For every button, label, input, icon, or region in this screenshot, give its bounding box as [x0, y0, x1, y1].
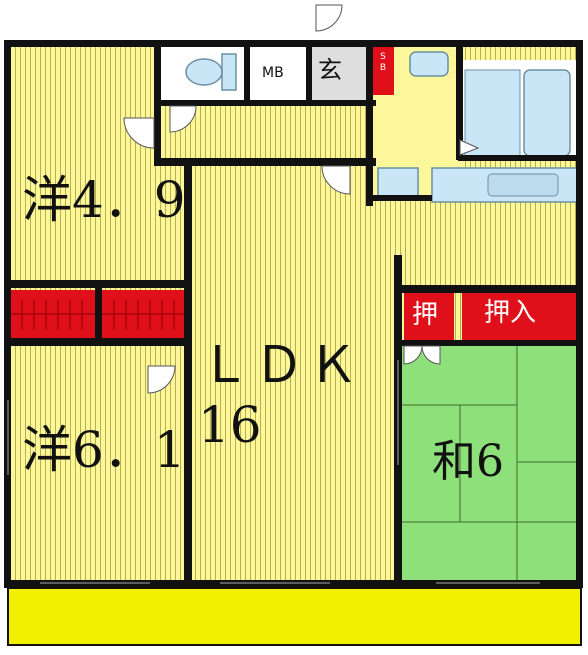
bath-floor	[464, 69, 521, 157]
closet-small	[404, 293, 454, 341]
label-shoe-box-s: S	[380, 52, 386, 62]
room-label-ldk: ＬＤＫ	[200, 336, 362, 394]
toilet-bowl	[185, 58, 223, 86]
room-label-western-4-9: 洋4．9	[22, 171, 186, 229]
balcony	[7, 587, 582, 646]
label-closet-small: 押	[412, 300, 439, 330]
room-label-western-6-1: 洋6．1	[22, 421, 186, 479]
label-closet-large: 押入	[484, 298, 537, 328]
label-shoe-box-b: B	[379, 63, 387, 73]
label-meter-box: MB	[262, 65, 284, 81]
bathtub	[523, 69, 571, 157]
label-shoe-box: S B	[376, 52, 390, 74]
shoe-box	[372, 45, 394, 95]
label-entrance: 玄	[318, 56, 342, 84]
door-swings	[123, 4, 480, 394]
room-label-japanese-6: 和6	[432, 436, 504, 487]
room-label-ldk-size: 16	[198, 396, 262, 454]
sink	[487, 173, 559, 197]
washer	[409, 51, 449, 77]
washbasin	[377, 167, 419, 199]
entrance	[312, 45, 372, 100]
tatami-lines	[402, 345, 578, 580]
meter-box	[250, 45, 308, 100]
closet-large	[462, 293, 576, 341]
windows	[7, 360, 540, 584]
toilet-tank	[221, 53, 237, 91]
